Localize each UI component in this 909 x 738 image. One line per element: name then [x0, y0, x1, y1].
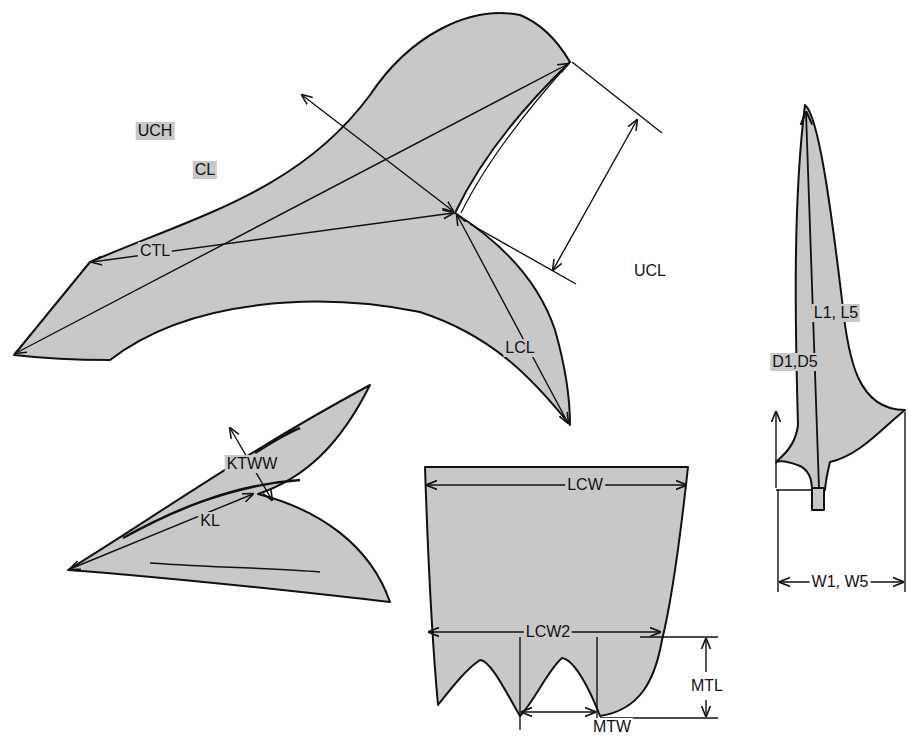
- mtl-line: [705, 700, 706, 716]
- measurement-label: KTWW: [225, 455, 280, 473]
- extension-line: [640, 636, 718, 637]
- fin-ray-base: [812, 488, 824, 510]
- keel: [68, 385, 390, 602]
- uch-line: [302, 95, 453, 211]
- kl-line: [70, 494, 253, 569]
- extension-line: [519, 637, 520, 730]
- extension-line: [572, 62, 662, 133]
- measurement-label: D1,D5: [770, 353, 819, 371]
- measurement-label: KL: [198, 512, 222, 530]
- cl-line: [16, 64, 568, 353]
- d1-line: [775, 412, 776, 488]
- fin-notch-edge: [461, 62, 570, 213]
- keel-ridge: [255, 428, 300, 453]
- measurement-label: MTW: [591, 718, 633, 736]
- keel-ridge: [123, 480, 300, 538]
- lcl-line: [457, 215, 568, 423]
- measurement-label: CTL: [138, 242, 172, 260]
- keel-ridge: [150, 563, 320, 572]
- lcw-line: [427, 484, 686, 485]
- measurement-label: L1, L5: [812, 304, 860, 322]
- measurement-label: UCH: [136, 122, 175, 140]
- lower-caudal-segment: [425, 467, 688, 716]
- extension-line: [596, 637, 597, 730]
- extension-line: [904, 412, 905, 592]
- measurement-label: CL: [193, 161, 217, 179]
- measurement-label: UCL: [632, 262, 668, 280]
- measurement-label: W1, W5: [810, 573, 871, 591]
- measurement-label: LCL: [503, 339, 536, 357]
- measurement-label: LCW2: [524, 623, 572, 641]
- extension-line: [776, 489, 812, 490]
- caudal-fin: [14, 13, 570, 425]
- measurement-label: LCW: [565, 476, 605, 494]
- ctl-line: [92, 213, 453, 262]
- l1-line: [806, 112, 819, 488]
- mtw-line: [522, 711, 595, 712]
- extension-line: [470, 224, 576, 284]
- ucl-line: [553, 120, 637, 270]
- extension-line: [777, 490, 778, 592]
- mtl-line: [705, 639, 706, 672]
- measurement-label: MTL: [689, 677, 725, 695]
- fin-ray: [776, 105, 905, 490]
